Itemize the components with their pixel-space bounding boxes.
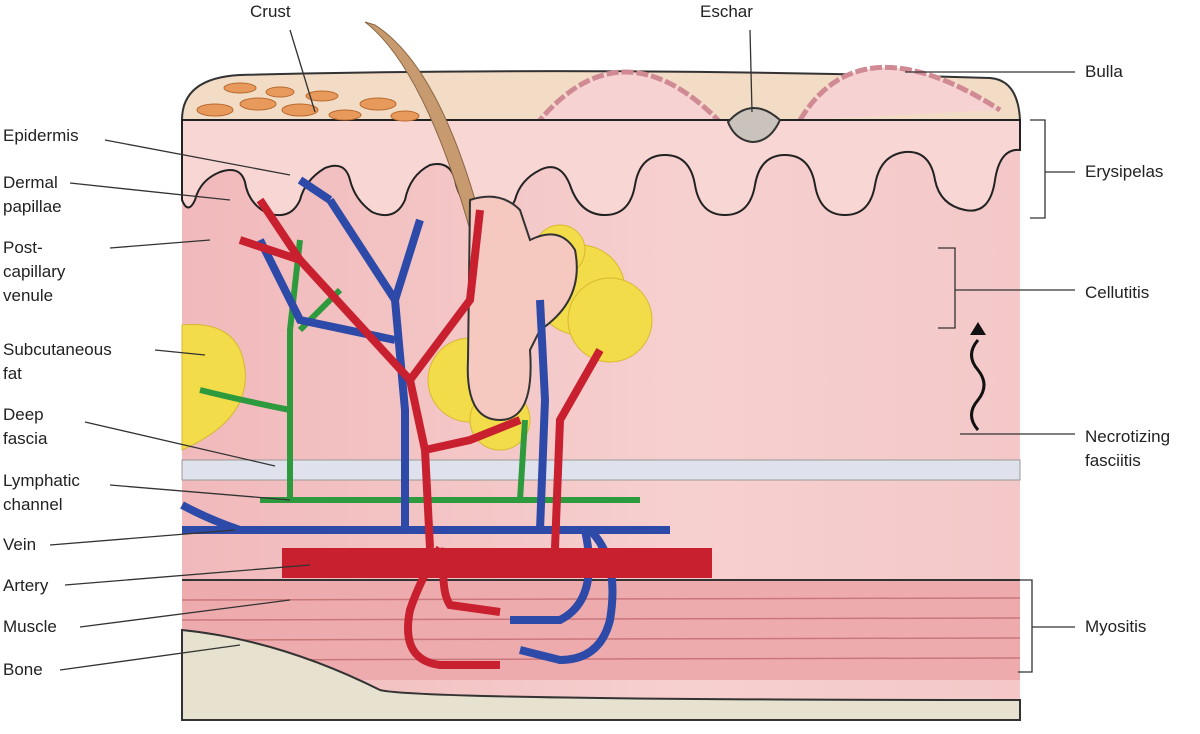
label-line: channel [3,495,63,514]
label-artery: Artery [3,576,49,595]
label-bone: Bone [3,660,43,679]
label-eschar: Eschar [700,2,753,21]
arteries [238,197,604,669]
crust-cells [196,82,420,122]
label-subcutaneous-fat: Subcutaneous fat [3,338,112,386]
label-epidermis: Epidermis [3,126,79,145]
label-cellulitis: Cellutitis [1085,283,1150,302]
bone-layer [181,628,1021,721]
label-vein: Vein [3,535,37,554]
label-line: fat [3,364,22,383]
label-crust: Crust [250,2,291,21]
label-line: Dermal [3,173,58,192]
label-erysipelas: Erysipelas [1085,162,1164,181]
hair-follicle [466,195,578,422]
lymphatic-vessels [199,239,640,503]
label-bulla: Bulla [1085,62,1123,81]
label-deep-fascia: Deep fascia [3,403,47,451]
label-line: fascia [3,429,48,448]
deep-fascia-band [181,459,1021,481]
label-post-capillary-venule: Post-capillary venule [3,236,65,308]
label-line: Lymphatic [3,471,80,490]
label-line: fasciitis [1085,451,1141,470]
artery-main [282,548,712,578]
label-necrotizing-fasciitis: Necrotizing fasciitis [1085,425,1170,473]
label-lymphatic-channel: Lymphatic channel [3,469,80,517]
label-muscle: Muscle [3,617,57,636]
label-line: venule [3,286,54,305]
label-myositis: Myositis [1085,617,1147,636]
spread-arrow-icon [970,339,986,431]
label-line: Deep [3,405,44,424]
leader-lines [49,29,1075,673]
epidermis-layer [181,119,1021,218]
label-line: capillary [3,262,66,281]
label-dermal-papillae: Dermal papillae [3,171,62,219]
label-line: Necrotizing [1085,427,1171,446]
bulla-blister [533,65,1002,128]
eschar-lesion [726,107,782,144]
label-line: papillae [3,197,62,216]
label-line: Post- [3,238,43,257]
label-line: Subcutaneous [3,340,112,359]
